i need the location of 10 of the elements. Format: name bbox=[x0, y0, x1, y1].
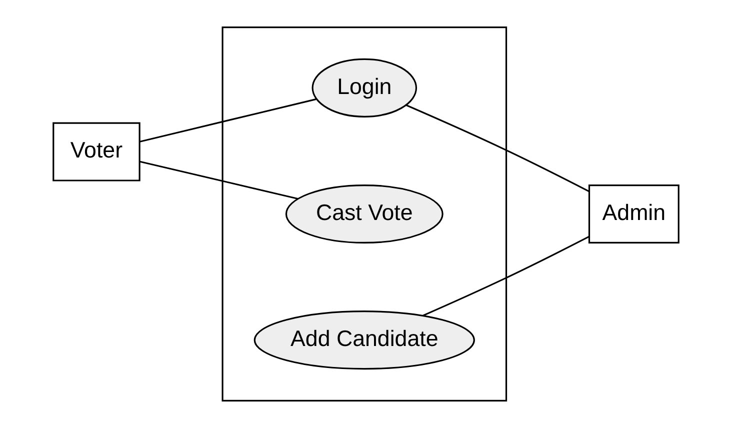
node-ellipse: Add Candidate bbox=[253, 310, 474, 370]
connector bbox=[422, 236, 589, 316]
connector bbox=[139, 160, 298, 200]
cluster bbox=[221, 26, 507, 402]
node-ellipse: Cast Vote bbox=[284, 184, 443, 244]
node-box: Admin bbox=[588, 184, 679, 244]
connector bbox=[405, 104, 589, 192]
connector bbox=[139, 98, 316, 142]
node-ellipse: Login bbox=[311, 58, 417, 118]
node-box: Voter bbox=[52, 122, 140, 182]
